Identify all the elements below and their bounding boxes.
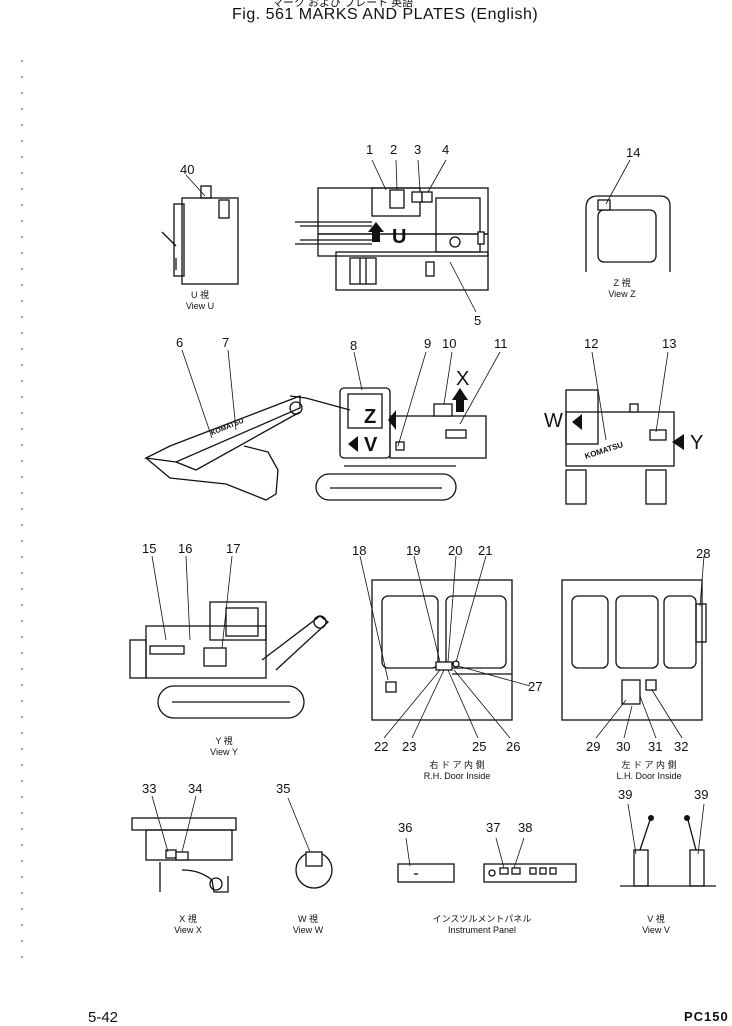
callout-31: 31 <box>648 739 663 754</box>
callout-27: 27 <box>528 679 543 694</box>
arrow-label-u: U <box>392 226 407 248</box>
callout-26: 26 <box>506 739 521 754</box>
caption-view-y: Y 視 View Y <box>196 736 252 758</box>
callout-15: 15 <box>142 541 157 556</box>
callout-20: 20 <box>448 543 463 558</box>
caption-view-v: V 視 View V <box>628 914 684 936</box>
callout-1: 1 <box>366 142 374 157</box>
model-code: PC150 <box>684 1009 729 1024</box>
callout-30: 30 <box>616 739 631 754</box>
arrow-label-w: W <box>544 410 563 432</box>
callout-10: 10 <box>442 336 457 351</box>
lh-door-drawing <box>561 555 707 739</box>
callout-23: 23 <box>402 739 417 754</box>
callout-33: 33 <box>142 781 157 796</box>
callout-17: 17 <box>226 541 241 556</box>
instrument-panel-drawing <box>397 837 577 883</box>
caption-instrument-panel-jp: インスツルメントパネル <box>432 914 532 924</box>
callout-32: 32 <box>674 739 689 754</box>
caption-instrument-panel: インスツルメントパネル Instrument Panel <box>432 914 532 936</box>
callout-11: 11 <box>494 336 508 351</box>
callout-34: 34 <box>188 781 203 796</box>
callout-38: 38 <box>518 820 533 835</box>
caption-rh-door-en: R.H. Door Inside <box>423 771 491 781</box>
callout-29: 29 <box>586 739 601 754</box>
diagram-subtitle-jp: マーク および プレート 英語 <box>272 0 414 9</box>
callout-40: 40 <box>180 162 195 177</box>
view-y-drawing <box>129 555 330 719</box>
callout-8: 8 <box>350 338 358 353</box>
callout-13: 13 <box>662 336 677 351</box>
caption-rh-door: 右 ド ア 内 側 R.H. Door Inside <box>402 760 512 782</box>
view-w-drawing <box>287 797 333 889</box>
caption-view-x-en: View X <box>174 925 202 935</box>
caption-view-v-en: View V <box>642 925 670 935</box>
callout-2: 2 <box>390 142 398 157</box>
view-x-drawing <box>131 795 237 893</box>
callout-19: 19 <box>406 543 421 558</box>
arrow-label-x: X <box>456 368 470 390</box>
callout-21: 21 <box>478 543 493 558</box>
callout-7: 7 <box>222 335 230 350</box>
callout-22: 22 <box>374 739 389 754</box>
view-v-drawing <box>620 803 716 887</box>
arrow-label-y: Y <box>690 432 704 454</box>
callout-6: 6 <box>176 335 184 350</box>
diagram-title: Fig. 561 MARKS AND PLATES (English) <box>232 6 539 23</box>
callout-25: 25 <box>472 739 487 754</box>
caption-view-y-jp: Y 視 <box>215 736 233 746</box>
rh-door-drawing <box>359 555 531 739</box>
page-number: 5-42 <box>88 1009 119 1026</box>
caption-view-u-en: View U <box>185 301 215 311</box>
callout-36: 36 <box>398 820 413 835</box>
callout-12: 12 <box>584 336 599 351</box>
view-u-drawing <box>161 174 239 285</box>
callout-35: 35 <box>276 781 291 796</box>
caption-instrument-panel-en: Instrument Panel <box>447 925 517 935</box>
rear-view-drawing <box>565 351 684 505</box>
caption-rh-door-jp: 右 ド ア 内 側 <box>429 760 485 770</box>
caption-view-z-jp: Z 視 <box>613 278 631 288</box>
top-plan-drawing <box>295 159 489 313</box>
caption-lh-door: 左 ド ア 内 側 L.H. Door Inside <box>594 760 704 782</box>
caption-view-x-jp: X 視 <box>179 914 197 924</box>
callout-5: 5 <box>474 313 482 328</box>
callout-14: 14 <box>626 145 641 160</box>
caption-view-u: U 視 View U <box>172 290 228 312</box>
callout-37: 37 <box>486 820 501 835</box>
caption-view-z: Z 視 View Z <box>594 278 650 300</box>
caption-view-v-jp: V 視 <box>647 914 665 924</box>
caption-view-u-jp: U 視 <box>190 290 209 300</box>
callout-3: 3 <box>414 142 422 157</box>
caption-lh-door-jp: 左 ド ア 内 側 <box>621 760 677 770</box>
arrow-label-v: V <box>364 434 378 456</box>
caption-view-w: W 視 View W <box>280 914 336 936</box>
callout-39-right: 39 <box>694 787 709 802</box>
caption-view-y-en: View Y <box>210 747 238 757</box>
callout-4: 4 <box>442 142 450 157</box>
caption-view-w-jp: W 視 <box>298 914 318 924</box>
caption-view-w-en: View W <box>292 925 324 935</box>
callout-9: 9 <box>424 336 432 351</box>
callout-18: 18 <box>352 543 367 558</box>
callout-16: 16 <box>178 541 193 556</box>
arrow-label-z: Z <box>364 406 377 428</box>
caption-view-x: X 視 View X <box>160 914 216 936</box>
caption-view-z-en: View Z <box>608 289 636 299</box>
callout-28: 28 <box>696 546 711 561</box>
view-z-drawing <box>585 159 671 272</box>
caption-lh-door-en: L.H. Door Inside <box>616 771 682 781</box>
callout-39-left: 39 <box>618 787 633 802</box>
side-view-drawing <box>143 349 501 501</box>
